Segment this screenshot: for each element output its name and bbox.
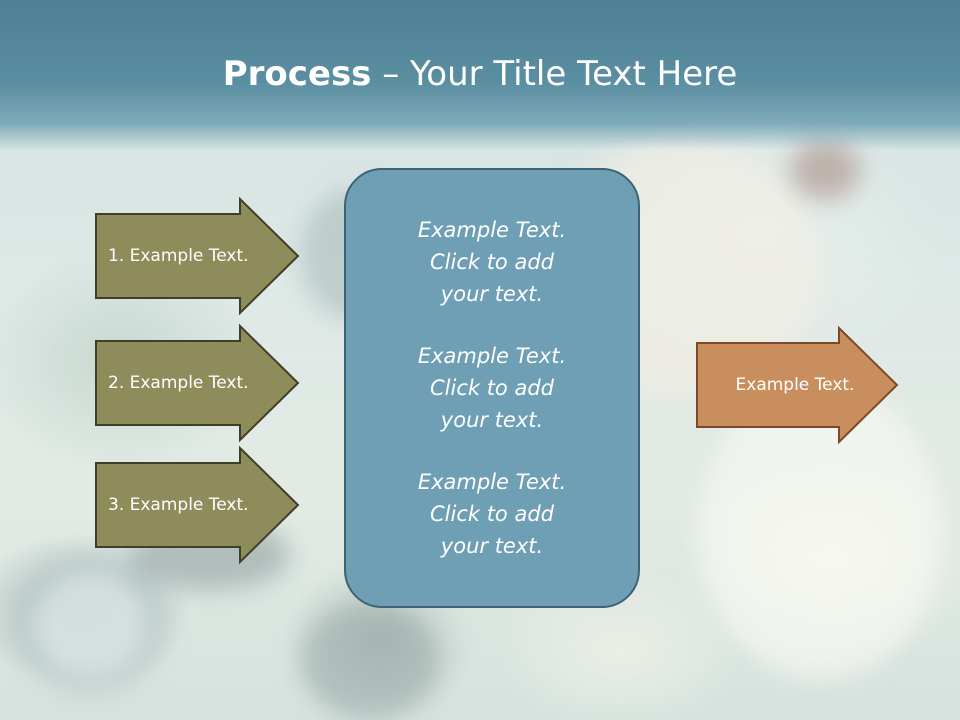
- arrow-label: 2. Example Text.: [108, 373, 249, 393]
- slide-title[interactable]: Process – Your Title Text Here: [0, 52, 960, 96]
- result-arrow[interactable]: Example Text.: [696, 325, 900, 445]
- arrow-shape: [95, 323, 300, 443]
- bg-hair-shape: [790, 140, 860, 200]
- bg-knob-shape: [20, 560, 160, 690]
- process-arrow-1[interactable]: 1. Example Text.: [95, 196, 301, 316]
- arrow-label: Example Text.: [735, 375, 855, 395]
- arrow-shape: [95, 445, 300, 565]
- arrow-label: 3. Example Text.: [108, 495, 249, 515]
- slide-title-bold: Process: [222, 54, 372, 94]
- arrow-shape: [95, 196, 300, 316]
- process-arrow-3[interactable]: 3. Example Text.: [95, 445, 301, 565]
- center-content-box[interactable]: Example Text. Click to add your text. Ex…: [344, 168, 640, 608]
- center-paragraph-1: Example Text. Click to add your text.: [417, 218, 567, 306]
- title-band: [0, 0, 960, 150]
- center-paragraph-2: Example Text. Click to add your text.: [417, 344, 567, 432]
- bg-glove-shape: [700, 380, 940, 680]
- center-paragraph-3: Example Text. Click to add your text.: [417, 470, 567, 558]
- process-arrow-2[interactable]: 2. Example Text.: [95, 323, 301, 443]
- slide-title-rest: – Your Title Text Here: [371, 54, 738, 94]
- bg-base-shape: [300, 600, 440, 720]
- arrow-label: 1. Example Text.: [108, 246, 249, 266]
- arrow-shape: [696, 325, 899, 445]
